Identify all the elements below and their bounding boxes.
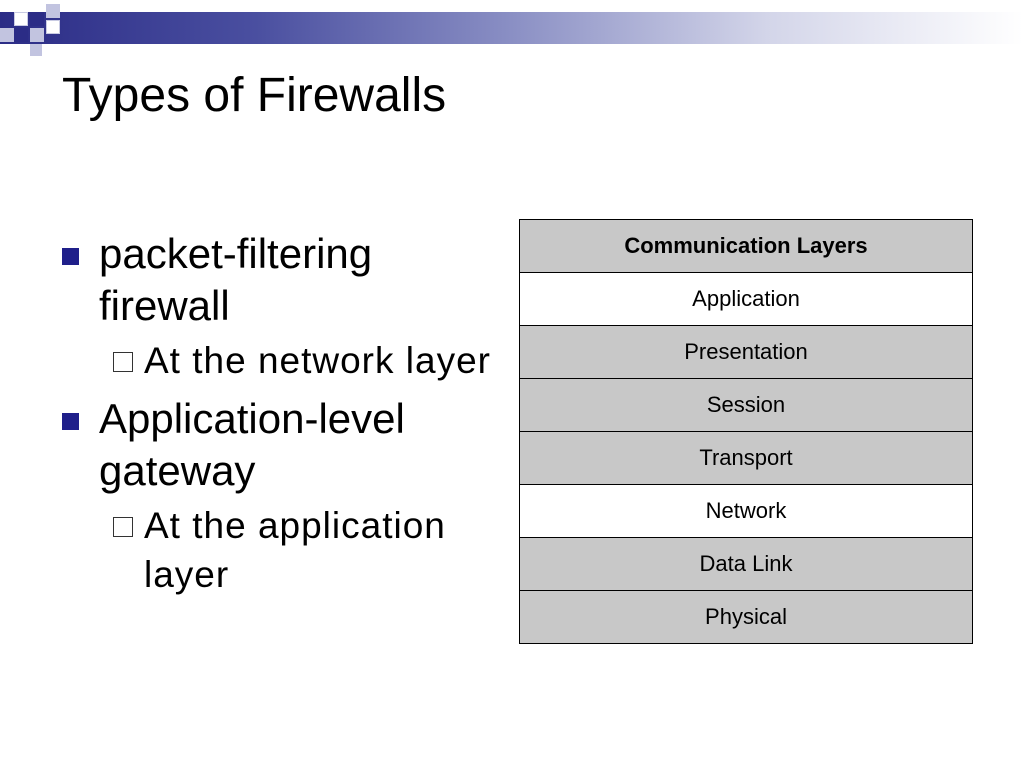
sub-bullet-item: At the application layer — [108, 501, 502, 599]
layer-cell-network: Network — [519, 484, 973, 538]
sub-bullet-item: At the network layer — [108, 336, 502, 385]
communication-layers-table: Communication Layers Application Present… — [519, 219, 973, 644]
layer-cell-data-link: Data Link — [519, 537, 973, 591]
table-row: Network — [519, 484, 973, 538]
header-gradient-band — [0, 12, 1023, 44]
table-header-cell: Communication Layers — [519, 219, 973, 273]
layer-cell-physical: Physical — [519, 590, 973, 644]
bullet-text: Application-level gateway — [99, 395, 405, 494]
layer-cell-presentation: Presentation — [519, 325, 973, 379]
sub-bullet-text: At the network layer — [144, 340, 491, 381]
hollow-square-bullet-icon — [113, 517, 133, 537]
table-row: Data Link — [519, 537, 973, 591]
table-header-row: Communication Layers — [519, 219, 973, 273]
decor-square — [46, 20, 60, 34]
table-row: Presentation — [519, 325, 973, 379]
square-bullet-icon — [62, 413, 79, 430]
layer-cell-application: Application — [519, 272, 973, 326]
square-bullet-icon — [62, 248, 79, 265]
bullet-item: Application-level gateway — [62, 393, 502, 497]
decor-square — [14, 28, 28, 42]
hollow-square-bullet-icon — [113, 352, 133, 372]
layer-cell-session: Session — [519, 378, 973, 432]
table-row: Application — [519, 272, 973, 326]
slide-title: Types of Firewalls — [62, 69, 447, 122]
layer-cell-transport: Transport — [519, 431, 973, 485]
bullet-item: packet-filtering firewall — [62, 228, 502, 332]
bullet-list: packet-filtering firewall At the network… — [62, 228, 502, 607]
table-row: Session — [519, 378, 973, 432]
table-row: Physical — [519, 590, 973, 644]
sub-bullet-text: At the application layer — [144, 505, 446, 595]
bullet-text: packet-filtering firewall — [99, 230, 373, 329]
decor-square — [30, 28, 44, 42]
decor-square — [0, 28, 14, 42]
decor-square — [46, 4, 60, 18]
decor-square — [30, 12, 44, 26]
decor-square — [30, 44, 42, 56]
decor-square — [14, 12, 28, 26]
table-row: Transport — [519, 431, 973, 485]
